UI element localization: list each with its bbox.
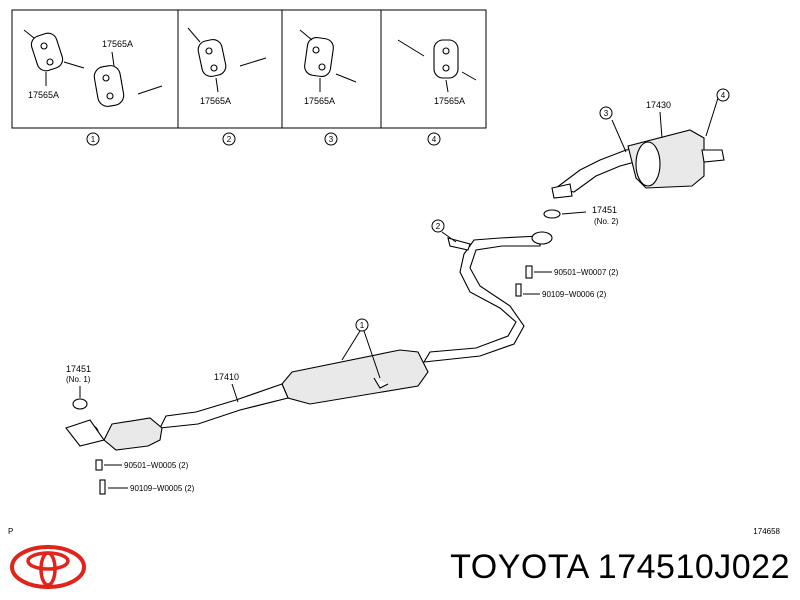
inset-2-circle-number: 2 bbox=[227, 135, 232, 144]
figure-number: 174658 bbox=[753, 527, 780, 536]
muffler-assembly bbox=[551, 97, 725, 199]
hanger-icon bbox=[433, 39, 459, 79]
inset-4-circle-number: 4 bbox=[432, 135, 437, 144]
inset-3-circle-number: 3 bbox=[329, 135, 334, 144]
inset-1-label-b: 17565A bbox=[28, 90, 59, 100]
gasket-no2-part-number: 17451 bbox=[592, 205, 617, 215]
muffler-part-number: 17430 bbox=[646, 100, 671, 110]
inset-4: 17565A 4 bbox=[397, 39, 477, 146]
gasket-no2-note: (No. 2) bbox=[594, 217, 619, 226]
page-mark: P bbox=[8, 527, 14, 536]
callout-1: 1 bbox=[360, 321, 365, 330]
gasket-no1-part-number: 17451 bbox=[66, 364, 91, 374]
brand-part-title: TOYOTA 174510J022 bbox=[450, 548, 790, 586]
inset-1: 17565A 17565A 1 bbox=[23, 29, 163, 146]
gasket-no1-note: (No. 1) bbox=[66, 375, 91, 384]
hanger-icon bbox=[304, 36, 334, 78]
callout-2: 2 bbox=[436, 222, 441, 231]
callout-4: 4 bbox=[721, 91, 726, 100]
inset-4-label: 17565A bbox=[434, 96, 465, 106]
upper-bolt-part-number: 90109−W0006 (2) bbox=[542, 290, 607, 299]
spring-icon bbox=[525, 265, 533, 279]
callout-3: 3 bbox=[604, 109, 609, 118]
center-pipe-main bbox=[65, 349, 429, 451]
center-pipe-part-number: 17410 bbox=[214, 372, 239, 382]
inset-2-label: 17565A bbox=[200, 96, 231, 106]
inset-1-circle-number: 1 bbox=[91, 135, 96, 144]
center-pipe-upper bbox=[422, 231, 553, 363]
bolt-icon bbox=[515, 283, 522, 297]
inset-3-label: 17565A bbox=[304, 96, 335, 106]
lower-bolt-part-number: 90109−W0005 (2) bbox=[130, 484, 195, 493]
hanger-icon bbox=[30, 32, 64, 72]
bolt-icon bbox=[99, 479, 106, 495]
inset-2: 17565A 2 bbox=[187, 27, 267, 146]
spring-icon bbox=[95, 459, 103, 471]
toyota-logo bbox=[10, 545, 86, 589]
lower-spring-part-number: 90501−W0005 (2) bbox=[124, 461, 189, 470]
hanger-icon bbox=[93, 65, 125, 107]
gasket-no1-shape bbox=[72, 398, 88, 410]
gasket-no2-shape bbox=[543, 209, 561, 219]
hanger-icon bbox=[197, 39, 227, 77]
inset-3: 17565A 3 bbox=[299, 29, 357, 146]
inset-panels bbox=[11, 9, 487, 129]
upper-spring-part-number: 90501−W0007 (2) bbox=[554, 268, 619, 277]
inset-1-label-a: 17565A bbox=[102, 39, 133, 49]
